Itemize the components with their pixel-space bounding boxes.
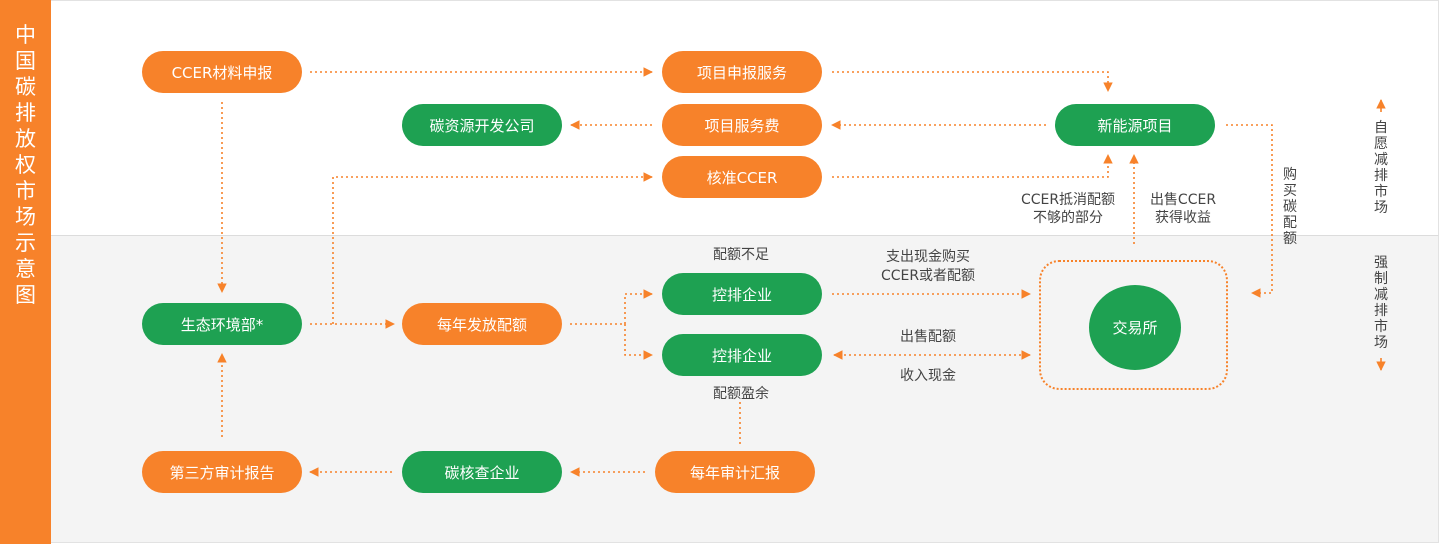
vertical-char: 市 <box>1374 319 1388 335</box>
arrow-newenergy-to-exchange <box>1226 124 1273 298</box>
label-offset-line1: CCER抵消配额 <box>1020 192 1116 208</box>
node-carbon-verify: 碳核查企业 <box>402 451 562 493</box>
diagram-title: 中 国 碳 排 放 权 市 场 示 意 图 <box>0 22 51 308</box>
vertical-char: 碳 <box>1283 199 1297 215</box>
label-buy-line2: CCER或者配额 <box>880 268 976 284</box>
title-char: 图 <box>15 283 36 307</box>
arrow-ecology-to-ccer <box>332 172 653 324</box>
vertical-char: 配 <box>1283 215 1297 231</box>
node-emission-firm-surplus: 控排企业 <box>662 334 822 376</box>
node-project-service: 项目申报服务 <box>662 51 822 93</box>
arrow-quota-to-firm2 <box>624 324 653 360</box>
label-buy-carbon-quota: 购 买 碳 配 额 <box>1282 167 1298 247</box>
label-offset-line2: 不够的部分 <box>1033 210 1103 226</box>
sidebar: 中 国 碳 排 放 权 市 场 示 意 图 <box>0 0 51 544</box>
vertical-char: 减 <box>1374 287 1388 303</box>
vertical-char: 排 <box>1374 303 1388 319</box>
node-annual-audit: 每年审计汇报 <box>655 451 815 493</box>
vertical-char: 额 <box>1283 231 1297 247</box>
vertical-char: 排 <box>1374 168 1388 184</box>
vertical-char: 场 <box>1374 200 1388 216</box>
node-verify-ccer: 核准CCER <box>662 156 822 198</box>
vertical-char: 强 <box>1374 255 1388 271</box>
exchange-frame <box>1039 260 1228 390</box>
label-income-cash: 收入现金 <box>900 368 956 384</box>
vertical-char: 场 <box>1374 335 1388 351</box>
label-quota-surplus: 配额盈余 <box>713 386 769 402</box>
title-char: 示 <box>15 231 36 255</box>
node-annual-quota: 每年发放配额 <box>402 303 562 345</box>
label-quota-short: 配额不足 <box>713 247 769 263</box>
node-ccer-material: CCER材料申报 <box>142 51 302 93</box>
label-voluntary-market: 自 愿 减 排 市 场 <box>1373 120 1389 216</box>
node-exchange: 交易所 <box>1089 285 1181 370</box>
title-char: 中 <box>15 23 36 47</box>
title-char: 排 <box>15 101 36 125</box>
arrow-quota-to-firm1 <box>624 289 653 324</box>
vertical-char: 市 <box>1374 184 1388 200</box>
title-char: 场 <box>15 205 36 229</box>
label-sell-quota: 出售配额 <box>900 329 956 345</box>
vertical-char: 制 <box>1374 271 1388 287</box>
label-sell-ccer-line2: 获得收益 <box>1155 210 1211 226</box>
arrow-service-to-newenergy <box>832 71 1113 92</box>
title-char: 市 <box>15 179 36 203</box>
vertical-char: 愿 <box>1374 136 1388 152</box>
arrow-ccer-to-newenergy <box>832 154 1113 178</box>
title-char: 碳 <box>15 75 36 99</box>
vertical-char: 购 <box>1283 167 1297 183</box>
title-char: 放 <box>15 127 36 151</box>
title-char: 权 <box>15 153 36 177</box>
node-emission-firm-shortage: 控排企业 <box>662 273 822 315</box>
label-mandatory-market: 强 制 减 排 市 场 <box>1373 255 1389 351</box>
node-ecology-dept: 生态环境部* <box>142 303 302 345</box>
title-char: 意 <box>15 257 36 281</box>
node-carbon-company: 碳资源开发公司 <box>402 104 562 146</box>
vertical-char: 减 <box>1374 152 1388 168</box>
node-new-energy: 新能源项目 <box>1055 104 1215 146</box>
vertical-char: 买 <box>1283 183 1297 199</box>
title-char: 国 <box>15 49 36 73</box>
label-sell-ccer-line1: 出售CCER <box>1149 192 1217 208</box>
vertical-char: 自 <box>1374 120 1388 136</box>
node-project-fee: 项目服务费 <box>662 104 822 146</box>
node-third-party-audit: 第三方审计报告 <box>142 451 302 493</box>
label-buy-line1: 支出现金购买 <box>886 249 970 265</box>
